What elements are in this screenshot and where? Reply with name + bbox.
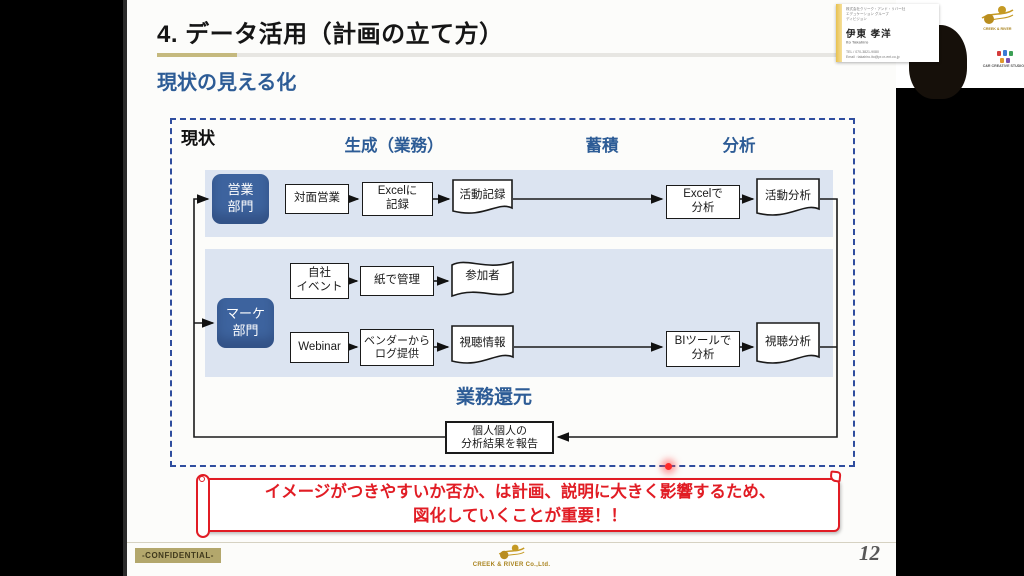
slide-title: 4. データ活用（計画の立て方） (157, 21, 504, 48)
node-marketing-department: マーケ 部門 (217, 298, 274, 348)
creative-studios-wall-logo: C&R CREATIVE STUDIOS (983, 50, 1024, 73)
speaker-video-feed: CREEK & RIVER C&R CREATIVE STUDIOS (896, 0, 1024, 576)
card-department-1: エデュケーション グループ (846, 12, 889, 17)
presentation-slide: 4. データ活用（計画の立て方） 現状の見える化 現状 生成（業務） 蓄積 分析 (123, 0, 900, 576)
node-participants: 参加者 (451, 256, 514, 302)
node-manage-on-paper: 紙で管理 (360, 266, 434, 296)
column-header-store: 蓄積 (585, 137, 619, 155)
node-report-individual-results: 個人個人の 分析結果を報告 (445, 421, 554, 454)
card-tel: TEL / 070-3821-9080 (846, 50, 879, 55)
footer-company-logo: CREEK & RIVER Co.,Ltd. (473, 544, 551, 568)
node-analyze-in-excel: Excelで 分析 (666, 185, 740, 219)
diagram-label: 現状 (181, 129, 215, 148)
title-divider-accent (157, 53, 237, 57)
node-analyze-with-bi-tool: BIツールで 分析 (666, 331, 740, 367)
scroll-curl-dot-icon (199, 476, 205, 482)
creek-and-river-logo-icon (499, 544, 525, 560)
card-company: 株式会社クリーク・アンド・リバー社 (846, 7, 906, 12)
page-number: 12 (859, 541, 880, 565)
studios-logo-text: C&R CREATIVE STUDIOS (983, 64, 1024, 69)
flow-arrows (193, 194, 838, 442)
node-face-to-face-sales: 対面営業 (285, 184, 349, 214)
node-viewing-analysis: 視聴分析 (756, 322, 820, 368)
node-own-event: 自社 イベント (290, 263, 349, 299)
speaker-name: 伊東 孝洋 (846, 29, 892, 41)
feedback-label: 業務還元 (455, 387, 533, 408)
node-record-in-excel: Excelに 記録 (362, 182, 433, 216)
column-header-analyze: 分析 (722, 137, 756, 155)
slide-subtitle: 現状の見える化 (157, 72, 297, 94)
node-webinar: Webinar (290, 332, 349, 363)
confidential-badge: -CONFIDENTIAL- (135, 548, 221, 563)
node-sales-department: 営業 部門 (212, 174, 269, 224)
wall-logo-text: CREEK & RIVER (982, 27, 1012, 32)
laser-pointer-dot (665, 463, 672, 470)
card-gold-stripe (836, 4, 842, 62)
card-department-2: ディビジョン (846, 17, 867, 22)
node-activity-analysis: 活動分析 (756, 178, 820, 220)
speaker-name-romaji: Ito Takahiro (846, 40, 869, 45)
scroll-curl-left-icon (196, 474, 210, 538)
creek-and-river-wall-logo: CREEK & RIVER (974, 5, 1020, 36)
node-viewing-info: 視聴情報 (451, 325, 514, 368)
column-header-generate: 生成（業務） (344, 137, 444, 155)
banner-line-2: 図化していくことが重要！！ (412, 507, 627, 525)
title-divider (157, 53, 845, 57)
banner-line-1: イメージがつきやすいか否か、は計画、説明に大きく影響するため、 (264, 483, 776, 502)
node-vendor-log: ベンダーから ログ提供 (360, 329, 434, 366)
scroll-curl-right-icon (829, 470, 842, 483)
creek-and-river-logo-icon (981, 6, 1014, 24)
key-message-banner: イメージがつきやすいか否か、は計画、説明に大きく影響するため、 図化していくこと… (196, 470, 842, 538)
speaker-business-card: 株式会社クリーク・アンド・リバー社 エデュケーション グループ ディビジョン 伊… (836, 4, 939, 62)
current-state-diagram: 現状 生成（業務） 蓄積 分析 (170, 118, 855, 467)
footer-logo-text: CREEK & RIVER Co.,Ltd. (472, 562, 551, 568)
footer-divider (127, 542, 900, 543)
creative-studios-logo-icon (997, 50, 1013, 63)
node-activity-record: 活動記録 (452, 179, 513, 218)
card-email: Email : takahiro.ito@pr.cr-ent.co.jp (846, 55, 900, 60)
